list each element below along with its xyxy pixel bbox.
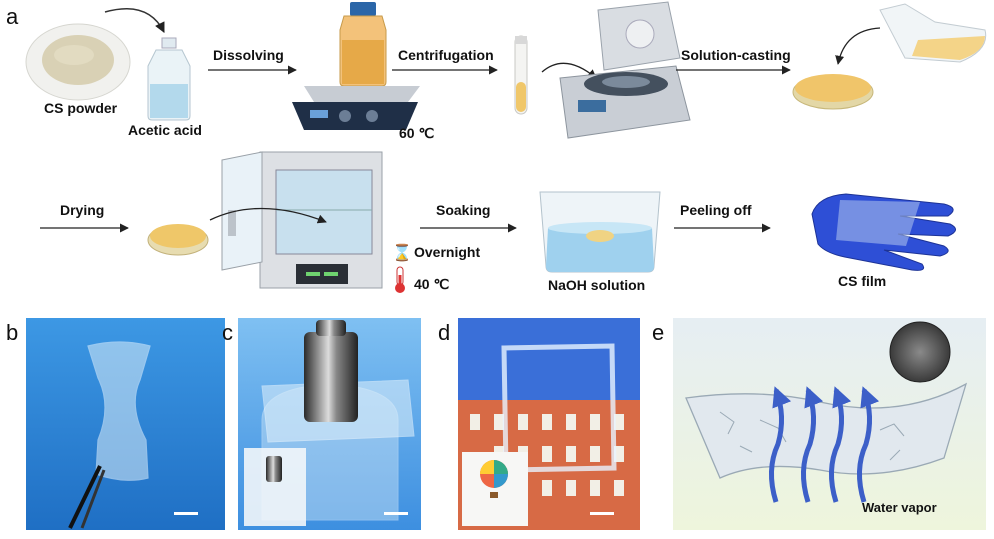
centrifuge bbox=[559, 1, 691, 139]
flask bbox=[879, 3, 987, 63]
temp-40-label: 40 ℃ bbox=[414, 276, 449, 292]
panel-letter-c: c bbox=[222, 320, 233, 345]
photo-d bbox=[458, 318, 640, 530]
centrifugation-label: Centrifugation bbox=[398, 47, 494, 63]
panel-letter-e: e bbox=[652, 320, 664, 345]
panel-letter-d: d bbox=[438, 320, 450, 345]
photo-c bbox=[238, 318, 421, 530]
test-tube bbox=[514, 35, 528, 115]
sem-inset bbox=[889, 321, 951, 383]
overnight-label: Overnight bbox=[414, 244, 480, 260]
panel-letter-b: b bbox=[6, 320, 18, 345]
curved-arrow-flask bbox=[835, 27, 881, 65]
hourglass-icon: ⌛ bbox=[392, 243, 412, 262]
drying-label: Drying bbox=[60, 202, 104, 218]
acetic-acid-label: Acetic acid bbox=[128, 122, 202, 138]
cs-film-label: CS film bbox=[838, 273, 886, 289]
water-vapor-label: Water vapor bbox=[862, 500, 937, 515]
petri-dish-drying bbox=[147, 224, 209, 256]
curved-arrow-tube bbox=[541, 62, 597, 79]
soaking-label: Soaking bbox=[436, 202, 490, 218]
solution-casting-label: Solution-casting bbox=[681, 47, 791, 63]
acetic-acid-bottle bbox=[147, 37, 191, 121]
hot-plate-stirrer bbox=[292, 2, 420, 130]
panel-letter-a: a bbox=[6, 4, 19, 29]
gloved-hand-with-film bbox=[811, 193, 956, 271]
curved-arrow-oven bbox=[209, 207, 327, 224]
cs-powder-dish bbox=[25, 23, 131, 101]
petri-dish-casting bbox=[792, 74, 874, 110]
temp-60-label: 60 ℃ bbox=[399, 125, 434, 141]
curved-arrow-powder bbox=[104, 8, 165, 33]
thermometer-icon bbox=[395, 266, 405, 293]
naoh-solution-label: NaOH solution bbox=[548, 277, 645, 293]
panel-e-illustration bbox=[673, 318, 986, 530]
cs-powder-label: CS powder bbox=[44, 100, 118, 116]
peeling-off-label: Peeling off bbox=[680, 202, 752, 218]
oven bbox=[221, 151, 383, 289]
dissolving-label: Dissolving bbox=[213, 47, 284, 63]
photo-b bbox=[26, 318, 225, 530]
naoh-beaker bbox=[539, 191, 661, 273]
